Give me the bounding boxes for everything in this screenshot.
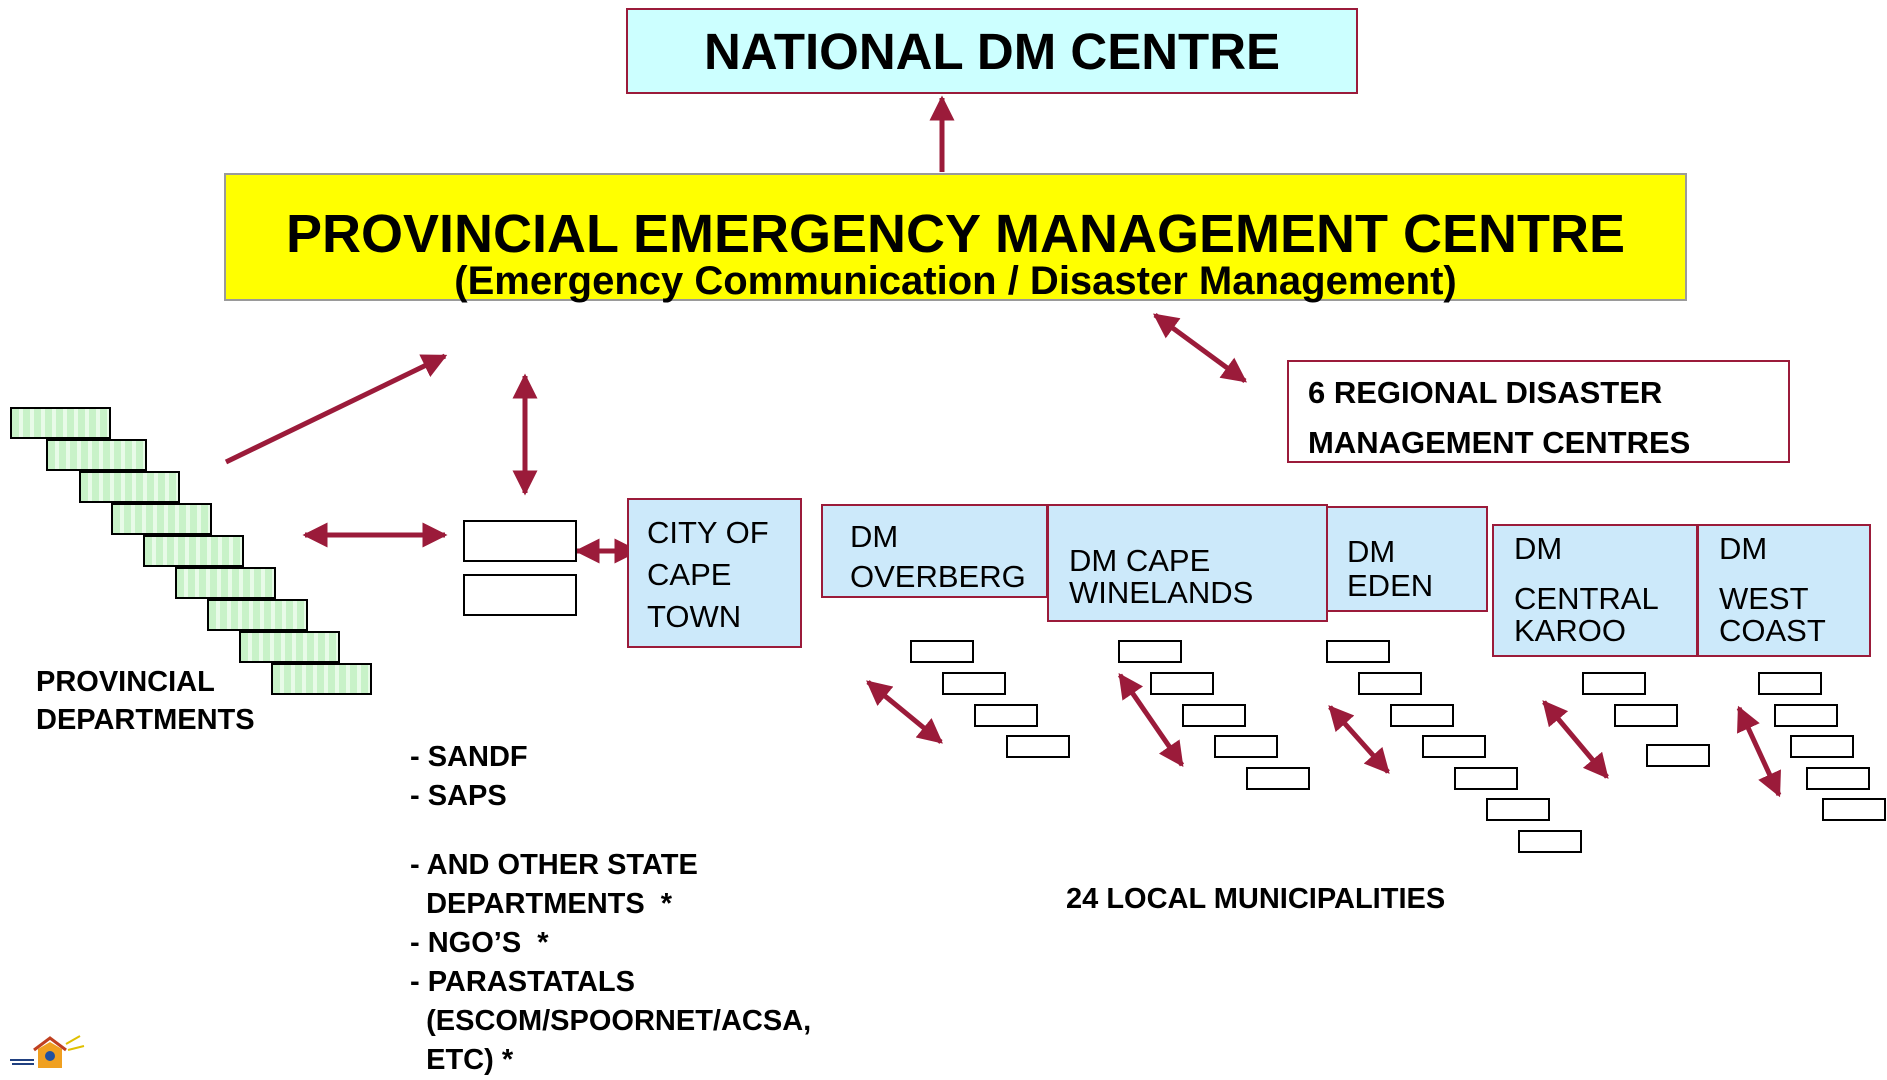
regional-line-1: 6 REGIONAL DISASTER: [1308, 375, 1663, 410]
agency-box: [463, 520, 577, 562]
services-list: - SANDF - SAPS - AND OTHER STATE DEPARTMEN…: [410, 738, 811, 1080]
municipality-box: [1006, 735, 1070, 758]
item-parastatals-1: - PARASTATALS: [410, 966, 635, 998]
item-parastatals-3: ETC) *: [410, 1044, 514, 1076]
municipality-box: [1822, 798, 1886, 821]
dm-eden-box: DM EDEN: [1326, 506, 1488, 612]
municipality-box: [1390, 704, 1454, 727]
municipality-box: [1118, 640, 1182, 663]
local-municipalities-label: 24 LOCAL MUNICIPALITIES: [1066, 883, 1446, 915]
city-line-3: TOWN: [647, 599, 742, 634]
arrow-coast-municipalities: [1736, 705, 1782, 798]
eden-line-1: DM: [1347, 534, 1396, 569]
municipality-box: [1454, 767, 1518, 790]
department-block: [143, 535, 244, 567]
item-ngo: - NGO’S *: [410, 927, 549, 959]
municipality-box: [974, 704, 1038, 727]
department-block: [271, 663, 372, 695]
dm-west-coast-box: DM WEST COAST: [1697, 524, 1871, 657]
department-block: [239, 631, 340, 663]
arrow-provincial-regional: [1152, 312, 1248, 384]
karoo-line-2: CENTRAL: [1514, 581, 1659, 616]
arrow-overberg-municipalities: [866, 680, 943, 744]
department-block: [79, 471, 180, 503]
logo-icon: [10, 1035, 85, 1068]
item-sandf: - SANDF: [410, 741, 528, 773]
department-block: [46, 439, 147, 471]
municipality-box: [910, 640, 974, 663]
municipality-box: [1614, 704, 1678, 727]
prov-dept-line-2: DEPARTMENTS: [36, 704, 255, 736]
municipality-box: [942, 672, 1006, 695]
municipality-box: [1774, 704, 1838, 727]
provincial-emergency-centre: PROVINCIAL EMERGENCY MANAGEMENT CENTRE (…: [224, 173, 1687, 301]
coast-line-3: COAST: [1719, 613, 1826, 648]
department-block: [10, 407, 111, 439]
regional-centres-box: 6 REGIONAL DISASTER MANAGEMENT CENTRES: [1287, 360, 1790, 463]
national-title: NATIONAL DM CENTRE: [703, 22, 1281, 80]
item-other-2: DEPARTMENTS *: [410, 888, 673, 920]
arrow-karoo-municipalities: [1542, 700, 1609, 779]
provincial-title: PROVINCIAL EMERGENCY MANAGEMENT CENTRE: [285, 204, 1626, 264]
municipality-box: [1150, 672, 1214, 695]
coast-line-1: DM: [1719, 531, 1768, 566]
prov-dept-line-1: PROVINCIAL: [36, 666, 215, 698]
arrow-departments-to-provincial: [224, 353, 448, 465]
eden-line-2: EDEN: [1347, 568, 1434, 603]
city-line-2: CAPE: [647, 557, 732, 592]
karoo-line-3: KAROO: [1514, 613, 1626, 648]
dm-central-karoo-box: DM CENTRAL KAROO: [1492, 524, 1698, 657]
municipality-box: [1582, 672, 1646, 695]
municipality-box: [1422, 735, 1486, 758]
city-line-1: CITY OF: [647, 515, 769, 550]
municipality-box: [1486, 798, 1550, 821]
regional-line-2: MANAGEMENT CENTRES: [1308, 425, 1691, 460]
overberg-line-2: OVERBERG: [850, 559, 1026, 594]
municipality-box: [1214, 735, 1278, 758]
municipality-box: [1182, 704, 1246, 727]
agency-box: [463, 574, 577, 616]
city-of-cape-town-box: CITY OF CAPE TOWN: [627, 498, 802, 648]
municipality-box: [1646, 744, 1710, 767]
municipality-box: [1806, 767, 1870, 790]
municipality-box: [1790, 735, 1854, 758]
provincial-subtitle: (Emergency Communication / Disaster Mana…: [454, 259, 1457, 303]
dm-cape-winelands-box: DM CAPE WINELANDS: [1047, 504, 1328, 622]
department-block: [111, 503, 212, 535]
municipality-box: [1326, 640, 1390, 663]
karoo-line-1: DM: [1514, 531, 1563, 566]
department-block: [207, 599, 308, 631]
overberg-line-1: DM: [850, 519, 899, 554]
national-dm-centre: NATIONAL DM CENTRE: [626, 8, 1358, 94]
provincial-departments-label: PROVINCIAL DEPARTMENTS: [36, 663, 255, 739]
winelands-line-2: WINELANDS: [1069, 575, 1254, 610]
item-saps: - SAPS: [410, 780, 507, 812]
municipality-box: [1518, 830, 1582, 853]
municipality-box: [1758, 672, 1822, 695]
item-other-1: - AND OTHER STATE: [410, 849, 698, 881]
municipality-box: [1246, 767, 1310, 790]
dm-overberg-box: DM OVERBERG: [821, 504, 1048, 598]
winelands-line-1: DM CAPE: [1069, 543, 1211, 578]
department-block: [175, 567, 276, 599]
municipality-box: [1358, 672, 1422, 695]
arrow-winelands-municipalities: [1117, 672, 1185, 768]
item-parastatals-2: (ESCOM/SPOORNET/ACSA,: [410, 1005, 812, 1037]
arrow-eden-municipalities: [1328, 705, 1390, 774]
coast-line-2: WEST: [1719, 581, 1809, 616]
